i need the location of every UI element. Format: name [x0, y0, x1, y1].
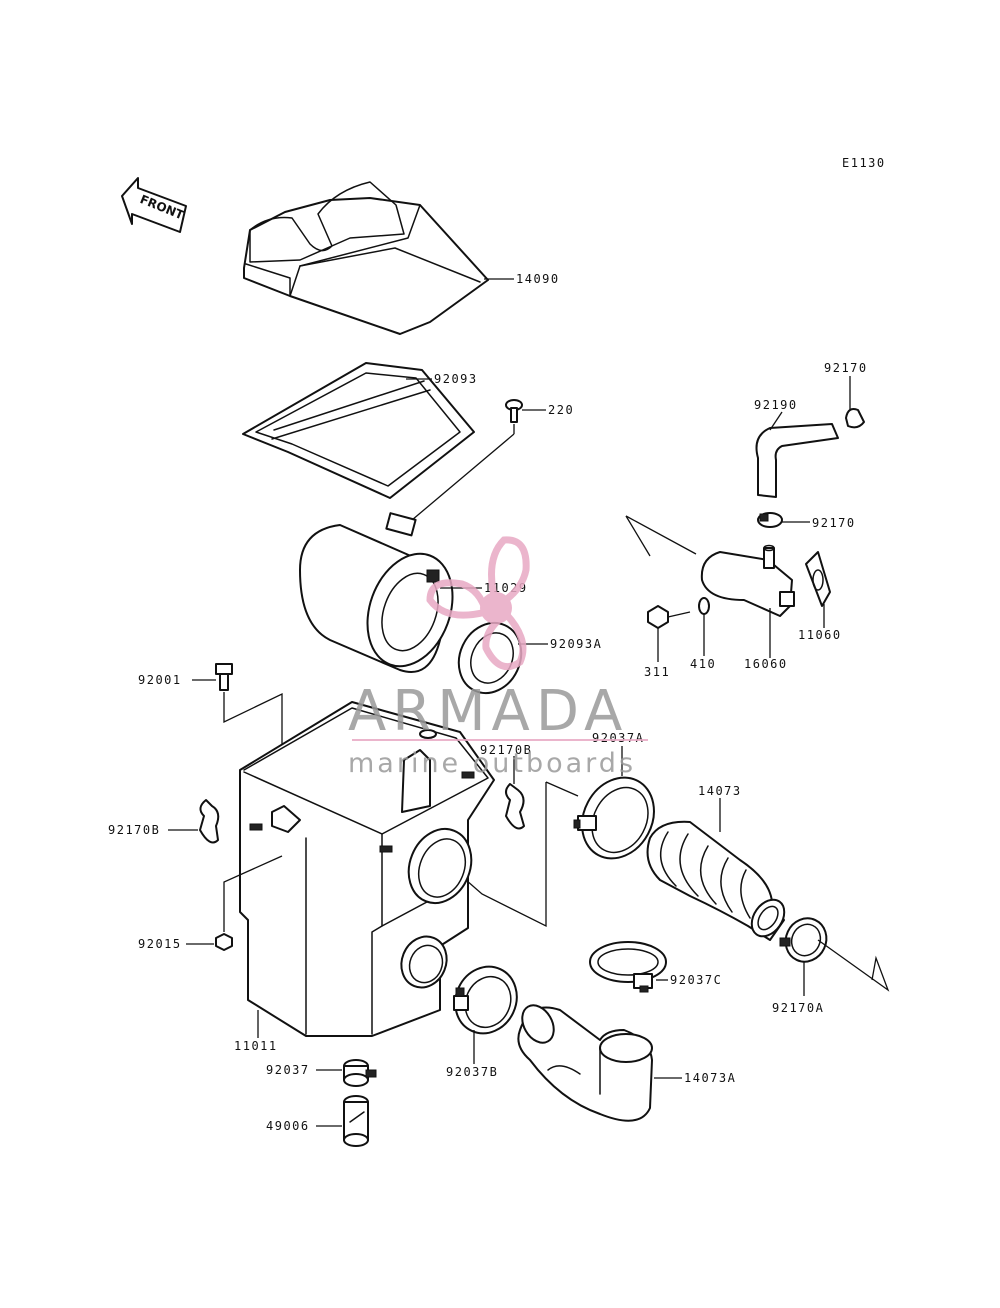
- part-label-16060: 16060: [744, 657, 788, 671]
- part-label-92170A: 92170A: [772, 1001, 824, 1015]
- watermark-logo: ARMADA marine outboards: [348, 536, 648, 779]
- part-label-220: 220: [548, 403, 574, 417]
- part-label-14090: 14090: [516, 272, 560, 286]
- washer-410: [698, 597, 710, 615]
- nut-311: [647, 605, 669, 629]
- band-clamp-92037A: [573, 776, 655, 860]
- part-label-311: 311: [644, 665, 670, 679]
- part-label-92001: 92001: [138, 673, 182, 687]
- part-label-92037A: 92037A: [592, 731, 644, 745]
- part-label-14073: 14073: [698, 784, 742, 798]
- clip-92170B-right: [505, 783, 525, 830]
- part-label-92170B-left: 92170B: [108, 823, 160, 837]
- clip-92170B-left: [199, 799, 220, 844]
- band-clamp-92037C: [589, 941, 667, 993]
- nut-92015: [215, 933, 233, 951]
- part-label-92170-top: 92170: [824, 361, 868, 375]
- part-label-11060: 11060: [798, 628, 842, 642]
- intake-fitting: [700, 544, 795, 617]
- watermark-title: ARMADA: [348, 679, 628, 744]
- air-box-case: [239, 701, 495, 1037]
- part-label-92037B: 92037B: [446, 1065, 498, 1079]
- part-label-92170-mid: 92170: [812, 516, 856, 530]
- part-label-14073A: 14073A: [684, 1071, 736, 1085]
- bolt-92001: [215, 663, 233, 691]
- small-clamp-92037: [343, 1059, 377, 1087]
- air-filter-element: [299, 512, 454, 673]
- part-label-92015: 92015: [138, 937, 182, 951]
- screw-220: [505, 399, 523, 423]
- part-label-92037: 92037: [266, 1063, 310, 1077]
- band-clamp-92037B: [453, 965, 518, 1035]
- fitting-gasket: [805, 551, 831, 607]
- part-label-92037C: 92037C: [670, 973, 722, 987]
- part-label-92190: 92190: [754, 398, 798, 412]
- propeller-icon: [426, 536, 530, 671]
- part-label-92170B-right: 92170B: [480, 743, 532, 757]
- vent-hose: [755, 423, 839, 498]
- part-label-49006: 49006: [266, 1119, 310, 1133]
- gasket-frame: [242, 362, 475, 499]
- sleeve-49006: [343, 1095, 369, 1147]
- hose-clamp-92170-top: [845, 408, 865, 429]
- hose-clamp-92170-mid: [757, 512, 783, 528]
- part-label-92093: 92093: [434, 372, 478, 386]
- watermark-subtitle: marine outboards: [348, 748, 636, 779]
- air-box-cover: [243, 181, 489, 335]
- diagram-code: E1130: [842, 156, 886, 170]
- intake-bellows: [646, 820, 786, 941]
- part-label-410: 410: [690, 657, 716, 671]
- part-label-11011: 11011: [234, 1039, 278, 1053]
- hose-clamp-92170A: [779, 917, 828, 963]
- elbow-duct: [517, 1004, 653, 1122]
- front-direction-arrow: FRONT: [121, 177, 187, 233]
- part-label-92093A: 92093A: [550, 637, 602, 651]
